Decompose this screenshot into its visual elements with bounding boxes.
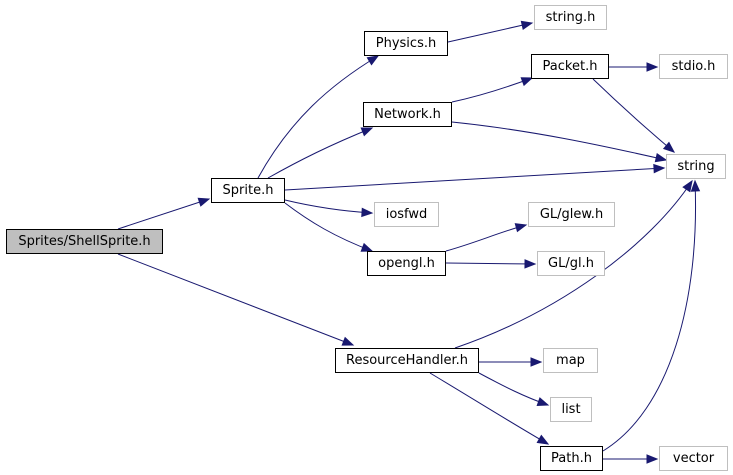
arrowhead-icon bbox=[654, 153, 668, 163]
edge-line bbox=[284, 199, 373, 214]
node-string[interactable]: string bbox=[666, 154, 726, 179]
edge-sprite-to-physics bbox=[257, 55, 380, 179]
node-opengl[interactable]: opengl.h bbox=[367, 251, 446, 276]
node-resourcehandler[interactable]: ResourceHandler.h bbox=[335, 348, 479, 373]
node-packet[interactable]: Packet.h bbox=[531, 54, 609, 79]
edge-line bbox=[447, 22, 533, 43]
node-vector[interactable]: vector bbox=[659, 446, 728, 471]
arrowhead-icon bbox=[524, 259, 537, 269]
arrowhead-icon bbox=[514, 223, 528, 233]
node-path[interactable]: Path.h bbox=[540, 446, 603, 471]
arrowhead-icon bbox=[366, 55, 380, 66]
node-shellsprite[interactable]: Sprites/ShellSprite.h bbox=[6, 229, 163, 254]
edge-line bbox=[451, 77, 533, 103]
edge-network-to-string bbox=[451, 121, 668, 163]
node-glew[interactable]: GL/glew.h bbox=[528, 202, 615, 227]
arrowhead-icon bbox=[361, 207, 374, 218]
edge-line bbox=[284, 202, 373, 252]
edge-path-to-string bbox=[602, 179, 701, 452]
edge-line bbox=[267, 127, 373, 179]
arrowhead-icon bbox=[360, 242, 374, 252]
edge-line bbox=[257, 55, 379, 179]
edge-resourcehandler-to-map bbox=[479, 357, 543, 367]
edge-network-to-packet bbox=[451, 77, 534, 103]
edge-line bbox=[117, 198, 210, 230]
arrowhead-icon bbox=[646, 62, 659, 72]
arrowhead-icon bbox=[341, 336, 355, 346]
edge-shellsprite-to-resourcehandler bbox=[117, 253, 355, 346]
node-iosfwd[interactable]: iosfwd bbox=[374, 202, 439, 227]
arrowhead-icon bbox=[646, 454, 659, 464]
edge-packet-to-stdio bbox=[609, 62, 659, 72]
edge-line bbox=[429, 372, 549, 445]
edge-line bbox=[478, 372, 549, 406]
arrowhead-icon bbox=[653, 163, 666, 174]
edge-line bbox=[284, 167, 665, 191]
edge-physics-to-string_h bbox=[447, 20, 534, 43]
arrowhead-icon bbox=[682, 179, 693, 193]
edge-resourcehandler-to-list bbox=[478, 372, 550, 407]
edge-line bbox=[445, 262, 536, 265]
edge-line bbox=[451, 121, 667, 161]
arrowhead-icon bbox=[520, 77, 534, 87]
node-sprite[interactable]: Sprite.h bbox=[211, 178, 285, 203]
edge-line bbox=[117, 253, 354, 346]
edge-line bbox=[602, 180, 697, 452]
arrowhead-icon bbox=[520, 20, 534, 30]
arrowhead-icon bbox=[536, 434, 550, 445]
edge-line bbox=[445, 224, 527, 252]
node-network[interactable]: Network.h bbox=[363, 102, 452, 127]
edge-sprite-to-network bbox=[267, 127, 374, 179]
edge-opengl-to-gl bbox=[445, 259, 537, 269]
node-physics[interactable]: Physics.h bbox=[364, 31, 448, 56]
node-gl[interactable]: GL/gl.h bbox=[537, 251, 605, 276]
edge-sprite-to-string bbox=[284, 163, 666, 191]
node-list[interactable]: list bbox=[550, 397, 592, 422]
edge-sprite-to-opengl bbox=[284, 202, 374, 252]
node-stdio[interactable]: stdio.h bbox=[659, 54, 728, 79]
edge-packet-to-string bbox=[592, 78, 676, 153]
edges-layer bbox=[117, 20, 701, 464]
arrowhead-icon bbox=[360, 127, 374, 137]
arrowhead-icon bbox=[662, 141, 676, 153]
edge-sprite-to-iosfwd bbox=[284, 199, 374, 218]
arrowhead-icon bbox=[197, 197, 211, 207]
edge-opengl-to-glew bbox=[445, 223, 528, 252]
edge-shellsprite-to-sprite bbox=[117, 197, 211, 230]
edge-resourcehandler-to-path bbox=[429, 372, 550, 445]
node-map[interactable]: map bbox=[543, 348, 598, 373]
node-string-h[interactable]: string.h bbox=[534, 5, 607, 30]
arrowhead-icon bbox=[530, 357, 543, 367]
edge-path-to-vector bbox=[603, 454, 659, 464]
arrowhead-icon bbox=[690, 179, 701, 192]
edge-line bbox=[592, 78, 675, 153]
arrowhead-icon bbox=[536, 397, 550, 407]
